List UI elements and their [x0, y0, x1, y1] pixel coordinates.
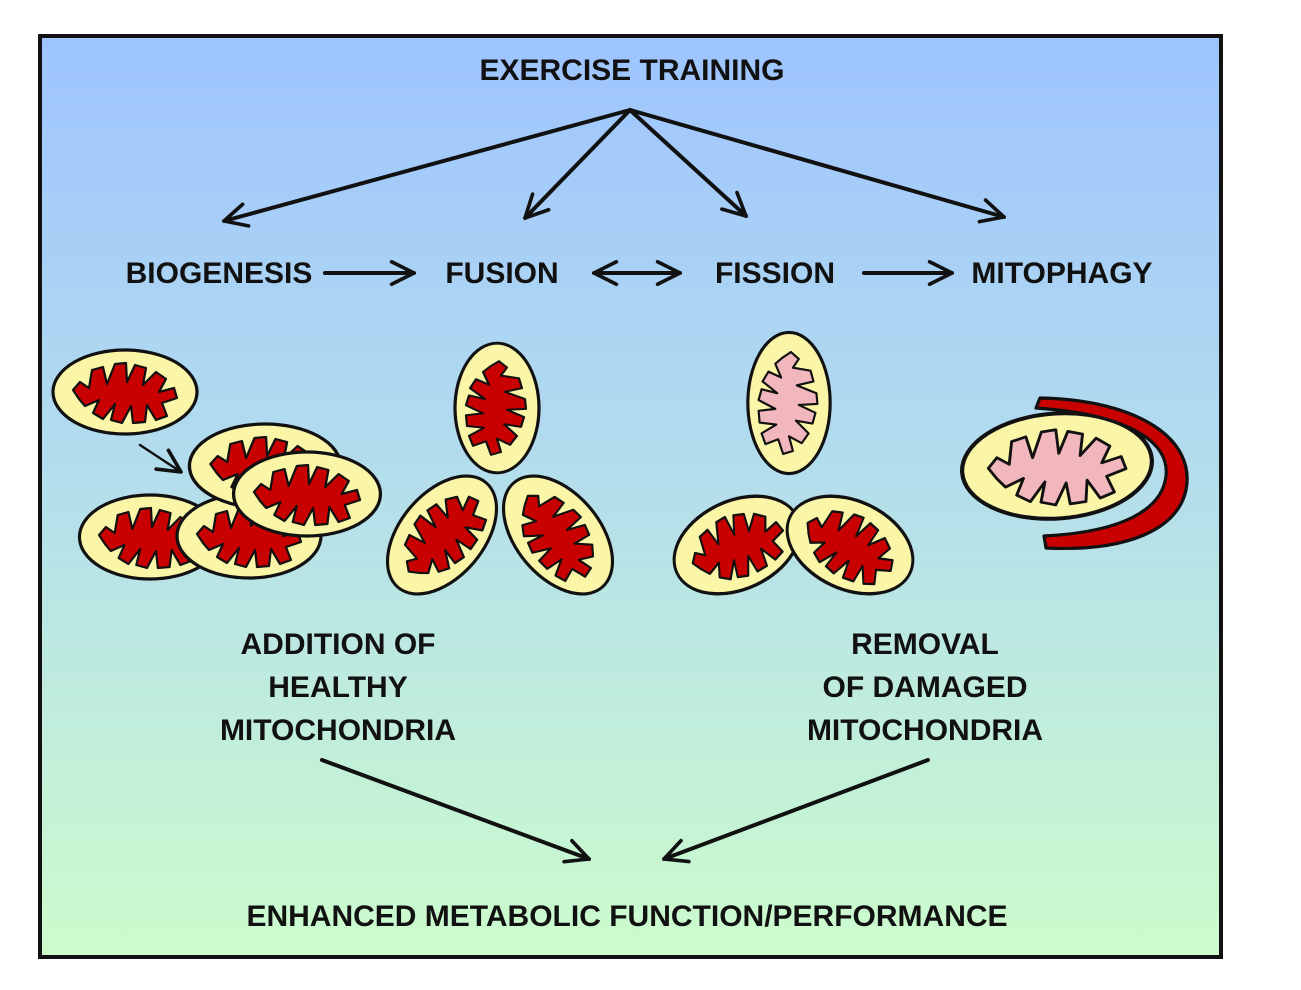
- removal-outcome-label: REMOVAL OF DAMAGED MITOCHONDRIA: [807, 628, 1043, 747]
- addition-line-1: ADDITION OF: [241, 628, 436, 661]
- exercise-training-label: EXERCISE TRAINING: [479, 54, 784, 87]
- mitophagy-illustration: [959, 396, 1189, 551]
- healthy-mitochondrion: [51, 348, 199, 436]
- addition-outcome-label: ADDITION OF HEALTHY MITOCHONDRIA: [220, 628, 456, 747]
- phagophore-membrane: [1034, 396, 1189, 551]
- healthy-mitochondrion: [231, 450, 383, 538]
- fusion-label: FUSION: [445, 257, 558, 290]
- removal-line-1: REMOVAL: [851, 628, 999, 661]
- arrow-addition-to-outcome: [320, 758, 591, 864]
- addition-line-2: HEALTHY: [268, 671, 407, 704]
- addition-line-3: MITOCHONDRIA: [220, 714, 456, 747]
- biogenesis-label: BIOGENESIS: [126, 257, 313, 290]
- arrow-to-fusion: [523, 108, 632, 220]
- biogenesis-mitochondria-cluster: [51, 348, 383, 581]
- arrow-to-biogenesis: [222, 108, 632, 228]
- mitophagy-label: MITOPHAGY: [971, 257, 1152, 290]
- damaged-mitochondrion: [746, 330, 832, 476]
- removal-line-2: OF DAMAGED: [823, 671, 1028, 704]
- arrow-to-fission: [628, 108, 748, 218]
- budding-arrow: [138, 443, 183, 474]
- removal-line-3: MITOCHONDRIA: [807, 714, 1043, 747]
- arrow-removal-to-outcome: [662, 758, 930, 864]
- enhanced-function-label: ENHANCED METABOLIC FUNCTION/PERFORMANCE: [246, 900, 1007, 933]
- fission-label: FISSION: [715, 257, 835, 290]
- healthy-mitochondrion: [453, 341, 541, 475]
- arrow-to-mitophagy: [628, 108, 1006, 224]
